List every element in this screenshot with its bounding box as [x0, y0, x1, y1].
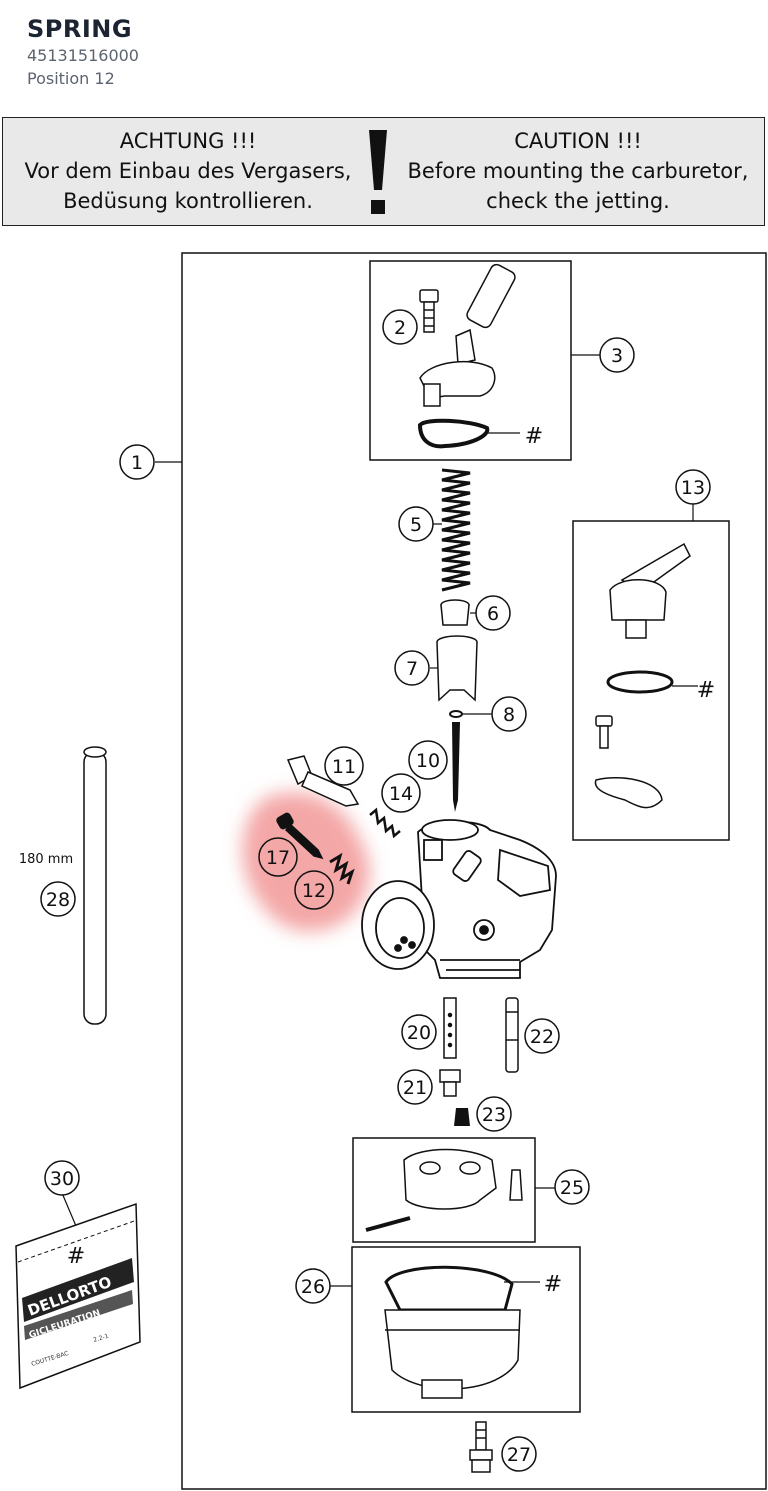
callout-6: 6: [487, 603, 499, 625]
part-position: Position 12: [27, 69, 115, 88]
main-jet-icon: [439, 1069, 461, 1097]
callout-1: 1: [131, 452, 143, 474]
warning-english-line: Before mounting the carburetor,: [407, 159, 749, 183]
jetting-kit-package-icon: [15, 1202, 141, 1390]
callout-11: 11: [332, 756, 356, 778]
callout-5: 5: [410, 514, 422, 536]
carburetor-body-icon: [361, 819, 557, 979]
callout-3: 3: [611, 345, 623, 367]
assembly-frame: [181, 252, 767, 1490]
mixture-screw-icon: [276, 812, 324, 860]
gasket-icon: [417, 418, 490, 449]
warning-german-heading: ACHTUNG !!!: [119, 129, 257, 153]
callout-21: 21: [403, 1077, 427, 1099]
warning-english: CAUTION !!! Before mounting the carburet…: [391, 126, 765, 216]
exclamation-icon: [369, 130, 387, 214]
highlight-region: [242, 792, 370, 932]
warning-german-line: Bedüsung kontrollieren.: [63, 189, 313, 213]
tube-length-label: 180 mm: [19, 852, 73, 867]
callout-26: 26: [301, 1276, 325, 1298]
callout-2: 2: [394, 317, 406, 339]
part-number: 45131516000: [27, 46, 139, 65]
idle-jet-icon: [505, 997, 519, 1073]
spring-seat-icon: [440, 599, 470, 626]
carburetor-cap-icon: [419, 263, 516, 407]
spring-icon: [329, 852, 355, 885]
screw-icon: [419, 289, 439, 333]
emulsion-tube-icon: [443, 997, 457, 1059]
callout-20: 20: [407, 1022, 431, 1044]
throttle-slide-icon: [436, 635, 478, 702]
hash-mark: #: [697, 678, 715, 703]
exploded-parts-diagram: DELLORTO GICLEURATION COUTTE-BAC 2.2-1 1…: [15, 252, 767, 1490]
float-icon: [365, 1148, 523, 1232]
callout-28: 28: [46, 889, 70, 911]
callout-7: 7: [406, 658, 418, 680]
spring-icon: [441, 468, 471, 592]
package-code-secondary: 2.2-1: [93, 1333, 110, 1344]
callout-14: 14: [389, 783, 413, 805]
callout-8: 8: [503, 704, 515, 726]
warning-english-heading: CAUTION !!!: [514, 129, 642, 153]
hash-mark: #: [525, 424, 543, 449]
hash-mark: #: [67, 1244, 85, 1269]
callout-22: 22: [530, 1026, 554, 1048]
warning-banner: ACHTUNG !!! Vor dem Einbau des Vergasers…: [2, 117, 765, 226]
warning-german-line: Vor dem Einbau des Vergasers,: [24, 159, 352, 183]
hash-mark: #: [544, 1272, 562, 1297]
needle-clip-icon: [449, 710, 463, 718]
idle-screw-icon: [286, 755, 360, 807]
callout-17: 17: [266, 847, 290, 869]
warning-english-line: check the jetting.: [486, 189, 670, 213]
part-title: SPRING: [27, 15, 133, 43]
callout-27: 27: [507, 1444, 531, 1466]
spring-icon: [369, 807, 401, 839]
callout-12: 12: [302, 880, 326, 902]
callout-25: 25: [560, 1177, 584, 1199]
warning-german: ACHTUNG !!! Vor dem Einbau des Vergasers…: [3, 126, 373, 216]
jet-icon: [454, 1108, 470, 1126]
jet-needle-icon: [452, 722, 460, 812]
overflow-tube-icon: [83, 746, 107, 1025]
callout-10: 10: [416, 750, 440, 772]
callout-13: 13: [681, 477, 705, 499]
callout-30: 30: [50, 1168, 74, 1190]
float-bowl-icon: [384, 1265, 521, 1399]
drain-screw-icon: [469, 1421, 493, 1473]
callout-23: 23: [482, 1104, 506, 1126]
part-header: SPRING 45131516000 Position 12: [27, 14, 139, 90]
choke-icon: [594, 542, 691, 809]
